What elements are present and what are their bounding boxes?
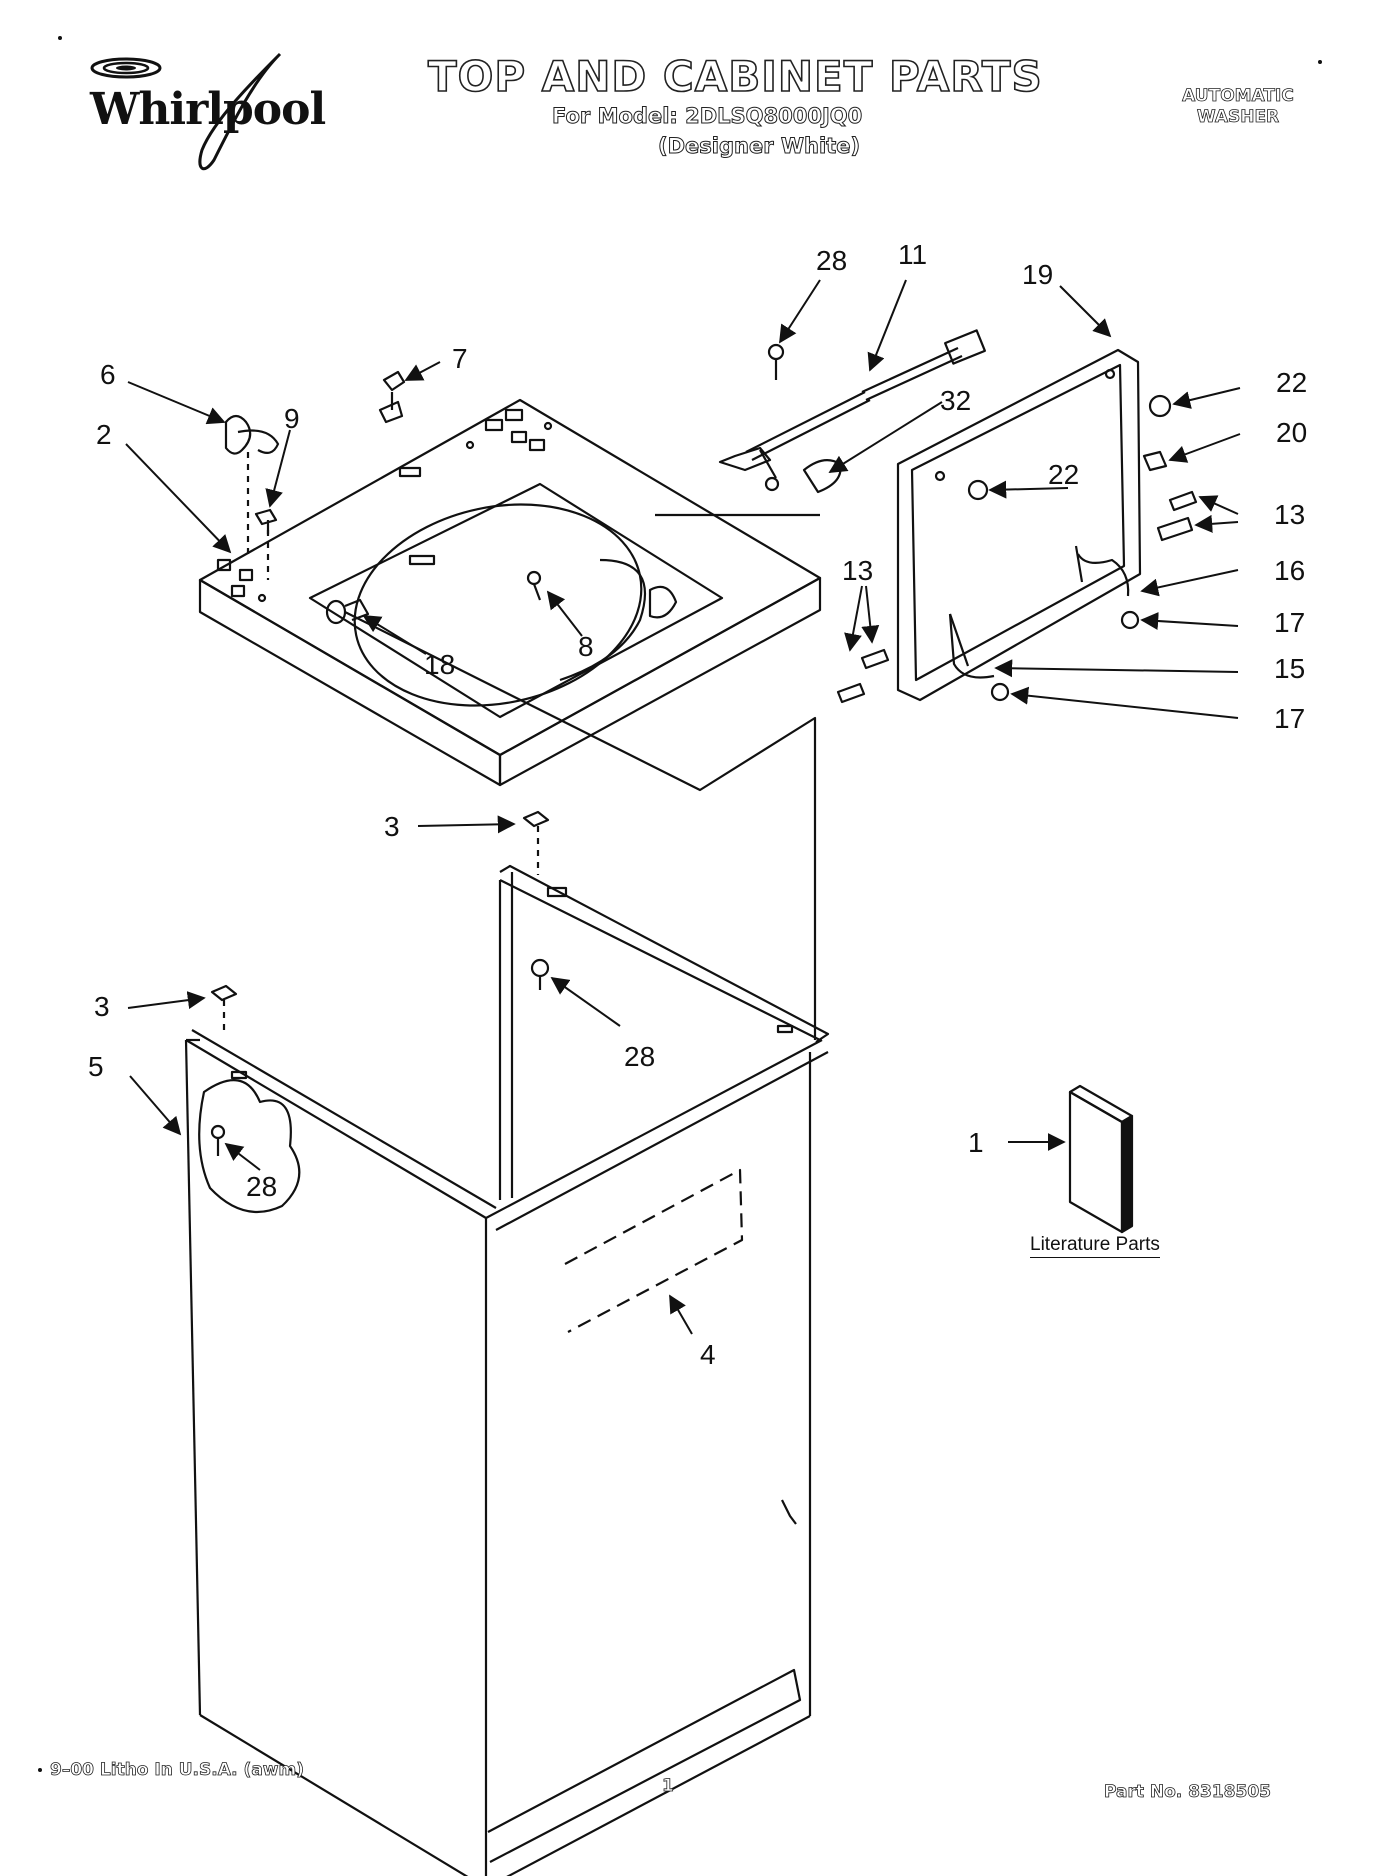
category-line-2: WASHER bbox=[1196, 107, 1280, 128]
callout-6-clip: 6 bbox=[100, 359, 116, 390]
callout-9-clip: 9 bbox=[284, 403, 300, 434]
scan-dot bbox=[1318, 60, 1322, 64]
page-number: 1 bbox=[662, 1776, 675, 1797]
washer-top-panel bbox=[198, 398, 822, 787]
callout-1-literature: 1 bbox=[968, 1127, 984, 1158]
literature-booklet-icon bbox=[1068, 1084, 1134, 1234]
appliance-category: AUTOMATIC WASHER bbox=[1168, 86, 1308, 128]
callout-16-wire: 16 bbox=[1274, 555, 1305, 586]
callout-13-screws-left: 13 bbox=[842, 555, 873, 586]
literature-parts-label: Literature Parts bbox=[1030, 1234, 1160, 1258]
color-line: (Designer White) bbox=[657, 134, 861, 159]
callout-22-button-right: 22 bbox=[1276, 367, 1307, 398]
model-line: For Model: 2DLSQ8000JQ0 bbox=[551, 104, 863, 129]
callout-28-screw-mid: 28 bbox=[624, 1041, 655, 1072]
console-frame bbox=[896, 348, 1142, 702]
frame-hardware bbox=[836, 394, 1198, 704]
spring-clip-7 bbox=[378, 370, 406, 424]
callout-20-clip: 20 bbox=[1276, 417, 1307, 448]
callout-8-bolt: 8 bbox=[578, 631, 594, 662]
callout-5-cabinet: 5 bbox=[88, 1051, 104, 1082]
callout-4-panel: 4 bbox=[700, 1339, 716, 1370]
callout-3-clip-lower: 3 bbox=[94, 991, 110, 1022]
callout-17-nut-lower: 17 bbox=[1274, 703, 1305, 734]
callout-18-nozzle: 18 bbox=[424, 649, 455, 680]
cabinet-clip-lower bbox=[210, 984, 238, 1002]
page-title: TOP AND CABINET PARTS bbox=[427, 51, 1043, 102]
callout-numbers: 28 11 19 6 7 32 22 2 9 20 22 13 16 17 13… bbox=[88, 239, 1307, 1370]
category-line-1: AUTOMATIC bbox=[1182, 86, 1294, 107]
clip-9 bbox=[254, 508, 278, 534]
scan-dot bbox=[58, 36, 62, 40]
callout-15-wire: 15 bbox=[1274, 653, 1305, 684]
callout-22-button-inner: 22 bbox=[1048, 459, 1079, 490]
callout-19-frame: 19 bbox=[1022, 259, 1053, 290]
scan-dot bbox=[38, 1768, 42, 1772]
washer-cabinet bbox=[184, 864, 830, 1876]
lid-switch-harness bbox=[718, 329, 986, 494]
callout-32-strike: 32 bbox=[940, 385, 971, 416]
callout-11-harness: 11 bbox=[898, 239, 927, 270]
cabinet-clip-upper bbox=[522, 810, 550, 828]
callout-28-screw-cutaway: 28 bbox=[246, 1171, 277, 1202]
callout-arrows bbox=[125, 279, 1241, 1335]
callout-28-screw: 28 bbox=[816, 245, 847, 276]
brand-name: Whirlpool bbox=[90, 84, 326, 135]
print-info: 9–00 Litho In U.S.A. (awm) bbox=[50, 1760, 305, 1781]
callout-17-nut-upper: 17 bbox=[1274, 607, 1305, 638]
callout-3-clip-upper: 3 bbox=[384, 811, 400, 842]
callout-2-top: 2 bbox=[96, 419, 112, 450]
part-number: Part No. 8318505 bbox=[1104, 1782, 1272, 1803]
hinge-clip-6 bbox=[224, 414, 280, 455]
callout-7-clip: 7 bbox=[452, 343, 468, 374]
whirlpool-logo: Whirlpool bbox=[84, 40, 326, 180]
callout-13-screws-right: 13 bbox=[1274, 499, 1305, 530]
whirlpool-swirl-icon bbox=[90, 52, 282, 171]
